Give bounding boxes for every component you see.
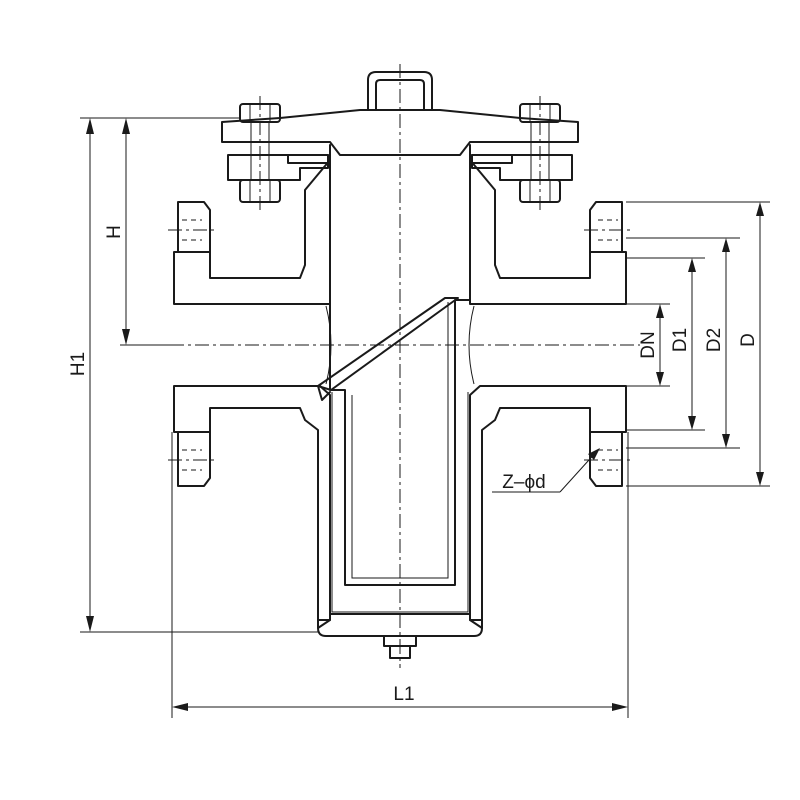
cover-assembly [221,71,579,181]
dimension-lines [80,117,770,718]
left-bolt-boss-lower [177,431,211,487]
diagonal-partition [317,297,459,391]
body-top-flange-left [227,154,329,181]
left-bolt-boss-upper [177,201,211,253]
label-DN: DN [638,331,659,358]
label-H1: H1 [68,352,89,376]
cover-plate [221,109,579,156]
right-bolt-boss-upper [589,201,623,253]
body-top-flange-right [471,154,573,181]
right-flange-upper [469,159,627,305]
label-bolt-holes: Z–ϕd [502,472,545,493]
label-D1: D1 [670,328,691,352]
left-flange-lower [173,385,331,629]
right-bolt-boss-lower [589,431,623,487]
label-H: H [104,225,125,239]
sump-wall [317,613,483,637]
label-D: D [738,333,759,347]
bolt-left [239,96,281,212]
inner-liner [331,392,469,613]
bolt-right [519,96,561,212]
label-D2: D2 [704,328,725,352]
left-flange-upper [173,159,331,305]
label-L1: L1 [393,684,414,705]
gasket-left [287,154,329,164]
gasket-right [471,154,513,164]
right-flange-lower [469,385,627,629]
strainer-basket [317,144,471,586]
